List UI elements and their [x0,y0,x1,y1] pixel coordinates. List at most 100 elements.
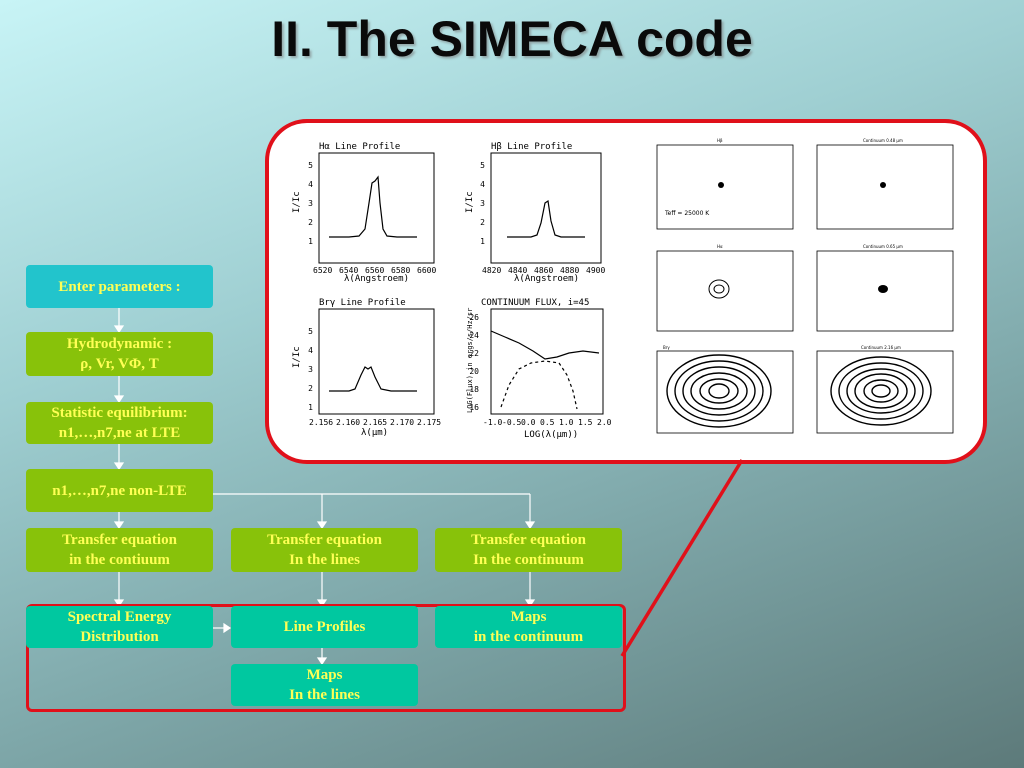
brg-plot-title: Brγ Line Profile [319,298,406,308]
maps-lines-box: Maps In the lines [231,664,418,706]
hb-xlabel: λ(Angstroem) [514,274,579,284]
statistic-line2: n1,…,n7,ne at LTE [58,425,181,441]
cont-curve-solid [490,330,600,360]
continuum-flux-plot: CONTINUUM FLUX, i=45 LOG(Flux) in ergs/s… [466,298,612,440]
hydrodynamic-line1: Hydrodynamic : [66,336,173,352]
x-tick-label: 4880 [560,266,579,275]
x-tick-label: 2.0 [597,418,612,427]
map-ha-label: Hα [717,244,723,249]
non-lte-box: n1,…,n7,ne non-LTE [26,469,213,512]
x-tick-label: 1.5 [578,418,593,427]
transfer-continuum-box: Transfer equation In the continuum [435,528,622,572]
map-brg: Brγ [656,345,794,434]
maps-lines-line1: Maps [306,667,343,683]
hb-ylabel: I/Ic [465,191,475,213]
y-tick-label: 18 [469,385,479,394]
brg-xlabel: λ(μm) [361,428,388,438]
y-tick-label: 5 [308,327,313,336]
simulation-plots: Hα Line Profile I/Ic λ(Angstroem) 6520 65… [292,138,954,440]
y-tick-label: 5 [308,161,313,170]
line-profiles-box: Line Profiles [231,606,418,648]
y-tick-label: 22 [469,349,479,358]
transfer-contiuum-line1: Transfer equation [62,532,177,548]
y-tick-label: 4 [480,180,485,189]
x-tick-label: 6600 [417,266,436,275]
y-tick-label: 26 [469,313,479,322]
maps-lines-line2: In the lines [289,687,360,703]
hb-plot-frame [490,152,602,264]
x-tick-label: 6540 [339,266,358,275]
x-tick-label: -0.5 [502,418,521,427]
cont-plot-title: CONTINUUM FLUX, i=45 [481,298,589,308]
maps-continuum-line2: in the continuum [473,629,584,645]
non-lte-label: n1,…,n7,ne non-LTE [52,482,187,499]
y-tick-label: 2 [308,218,313,227]
x-tick-label: 2.175 [417,418,441,427]
transfer-continuum-line1: Transfer equation [471,532,586,548]
brg-yticks: 1 2 3 4 5 [308,327,313,412]
x-tick-label: 2.170 [390,418,414,427]
cont-ylabel: LOG(Flux) in ergs/s/Hz/sr [466,308,474,413]
y-tick-label: 2 [308,384,313,393]
sed-line2: Distribution [80,629,159,645]
y-tick-label: 1 [308,403,313,412]
transfer-lines-line2: In the lines [289,552,360,568]
enter-parameters-box: Enter parameters : [26,265,213,308]
y-tick-label: 1 [308,237,313,246]
hydrodynamic-line2: ρ, Vr, VΦ, T [80,356,159,372]
x-tick-label: 6520 [313,266,332,275]
ha-ylabel: I/Ic [292,191,302,213]
cont-yticks: 16 18 20 22 24 26 [469,313,479,412]
x-tick-label: 2.165 [363,418,387,427]
x-tick-label: -1.0 [483,418,502,427]
y-tick-label: 4 [308,346,313,355]
y-tick-label: 3 [308,365,313,374]
y-tick-label: 3 [480,199,485,208]
x-tick-label: 6580 [391,266,410,275]
map-hb-label: Hβ [717,138,723,143]
statistic-line1: Statistic equilibrium: [51,405,188,421]
x-tick-label: 0.5 [540,418,555,427]
sed-box: Spectral Energy Distribution [26,606,213,648]
map-cont-216: Continuum 2.16 μm [816,345,954,434]
x-tick-label: 2.160 [336,418,360,427]
enter-parameters-label: Enter parameters : [58,278,181,295]
ha-plot-title: Hα Line Profile [319,142,400,152]
y-tick-label: 16 [469,403,479,412]
ha-line-profile-plot: Hα Line Profile I/Ic λ(Angstroem) 6520 65… [292,142,436,284]
y-tick-label: 24 [469,331,479,340]
map-cont-065-label: Continuum 0.65 μm [863,244,903,249]
statistic-equilibrium-box: Statistic equilibrium: n1,…,n7,ne at LTE [26,402,213,444]
cont-curve-dashed [500,360,578,410]
map-cont-048: Continuum 0.48 μm [816,138,954,230]
cont-xlabel: LOG(λ(μm)) [524,430,578,440]
x-tick-label: 2.156 [309,418,333,427]
y-tick-label: 4 [308,180,313,189]
x-tick-label: 0.0 [521,418,536,427]
brg-ylabel: I/Ic [292,346,302,368]
maps-continuum-box: Maps in the continuum [435,606,622,648]
simulation-results-panel: Hα Line Profile I/Ic λ(Angstroem) 6520 65… [265,119,987,464]
x-tick-label: 4820 [482,266,501,275]
y-tick-label: 20 [469,367,479,376]
transfer-continuum-line2: In the continuum [473,552,584,568]
transfer-lines-box: Transfer equation In the lines [231,528,418,572]
transfer-contiuum-line2: in the contiuum [69,552,170,568]
teff-label: Teff = 25000 K [664,210,710,217]
map-cont-065: Continuum 0.65 μm [816,244,954,332]
ha-curve [329,175,417,238]
line-profiles-label: Line Profiles [283,619,366,635]
x-tick-label: 6560 [365,266,384,275]
outputs-highlight-frame [26,604,626,712]
hb-curve [507,199,585,238]
transfer-lines-line1: Transfer equation [267,532,382,548]
ha-xlabel: λ(Angstroem) [344,274,409,284]
